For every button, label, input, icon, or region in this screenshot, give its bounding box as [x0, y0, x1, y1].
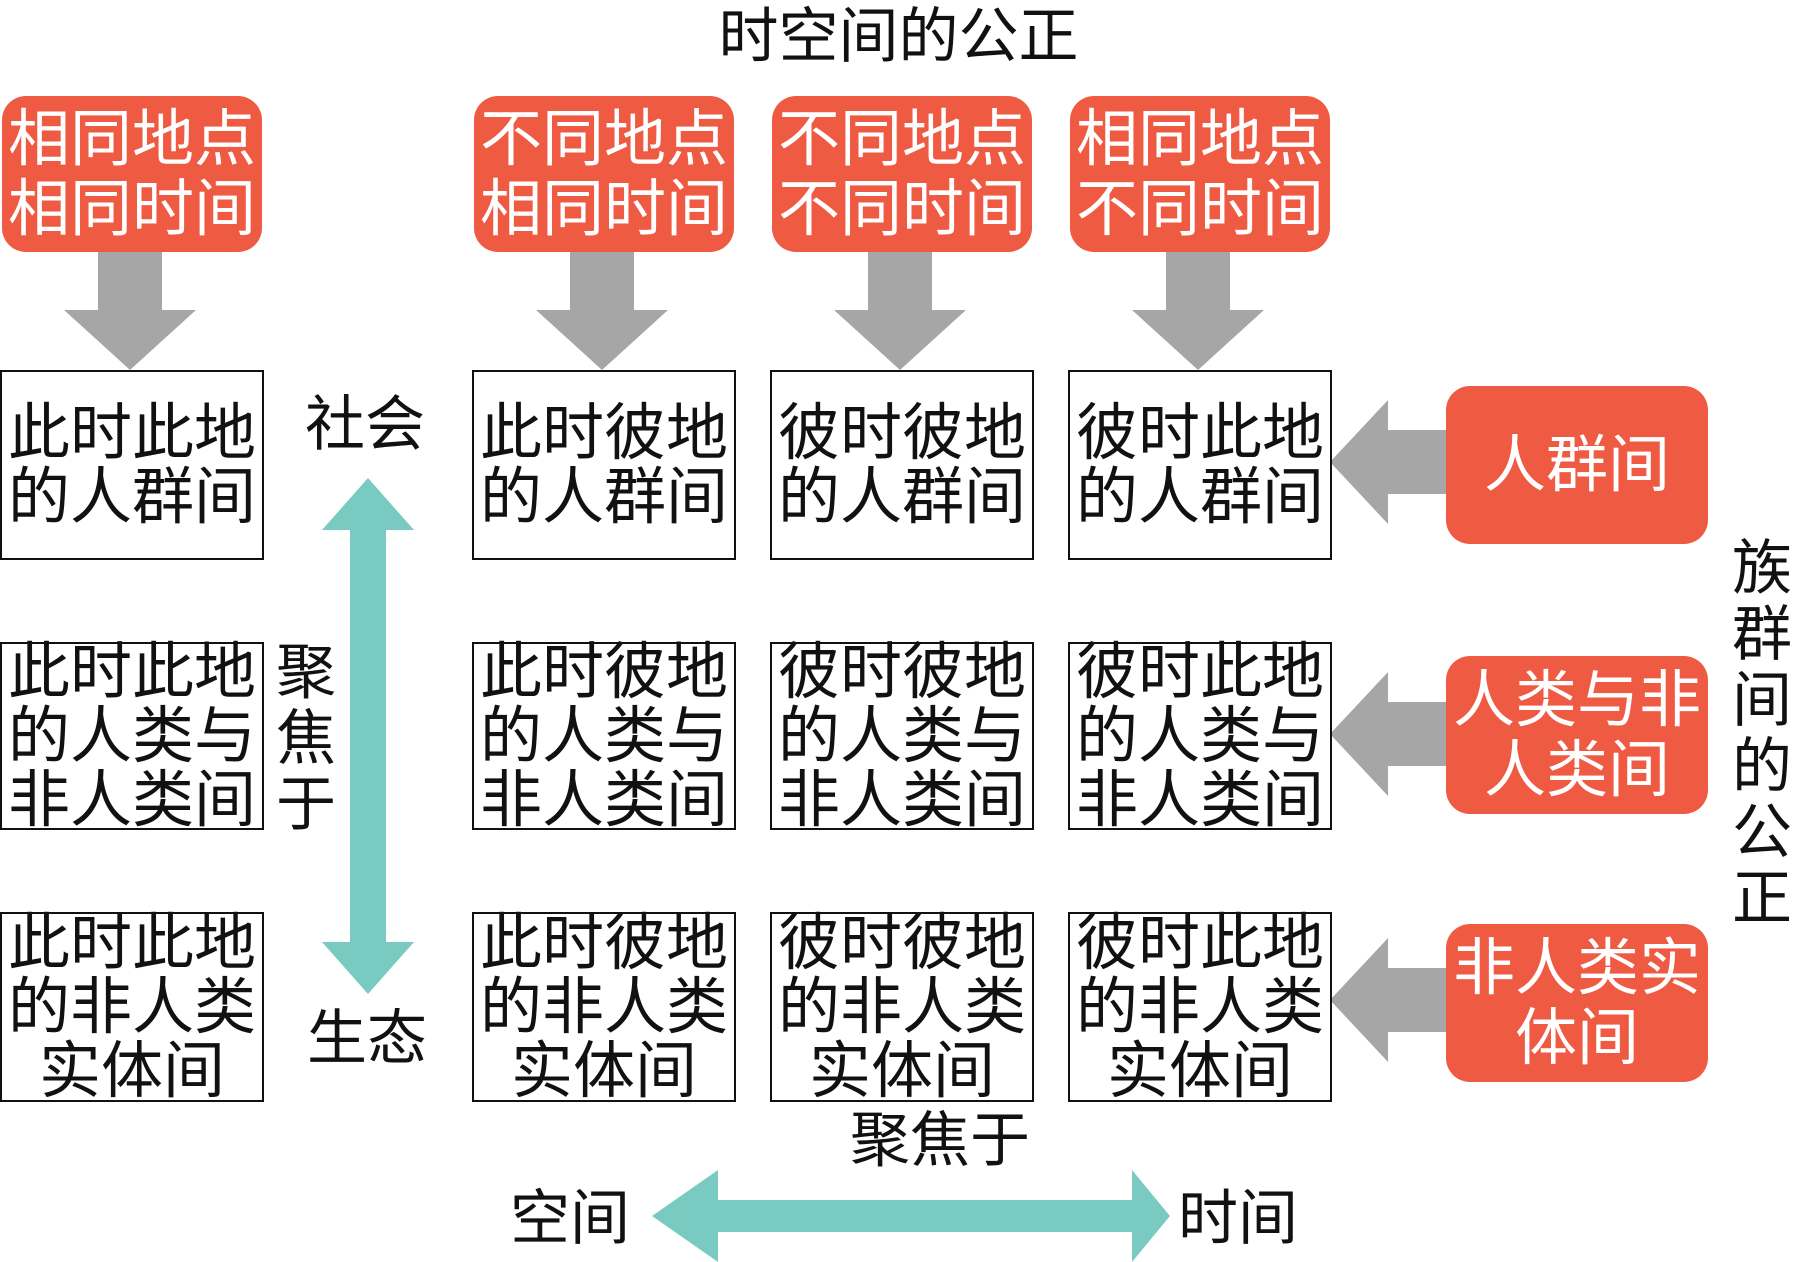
tag-diff-place-diff-time: 不同地点 不同时间: [772, 96, 1032, 252]
diagram-title: 时空间的公正: [718, 2, 1079, 72]
cell-r1-c4: 彼时此地 的人群间: [1068, 370, 1332, 560]
tag-nonhuman-entities: 非人类实 体间: [1446, 924, 1708, 1082]
tag-human-nonhuman: 人类与非 人类间: [1446, 656, 1708, 814]
cell-r2-c3: 彼时彼地 的人类与 非人类间: [770, 640, 1034, 832]
cell-r2-c1: 此时此地 的人类与 非人类间: [0, 640, 264, 832]
axis-label-society: 社会: [305, 390, 425, 460]
left-arrow-row1: [1330, 400, 1448, 524]
cell-r3-c3: 彼时彼地 的非人类 实体间: [770, 911, 1034, 1103]
tag-between-people: 人群间: [1446, 386, 1708, 544]
tag-diff-place-same-time: 不同地点 相同时间: [474, 96, 734, 252]
tag-same-place-same-time: 相同地点 相同时间: [2, 96, 262, 252]
side-label-group-justice: 族 群 间 的 公 正: [1732, 534, 1792, 934]
down-arrow-col3: [834, 252, 966, 370]
axis-label-ecology: 生态: [307, 1004, 427, 1074]
left-arrow-row3: [1330, 938, 1448, 1062]
vertical-double-arrow: [322, 478, 414, 994]
cell-r2-c4: 彼时此地 的人类与 非人类间: [1068, 640, 1332, 832]
left-arrow-row2: [1330, 672, 1448, 796]
cell-r3-c4: 彼时此地 的非人类 实体间: [1068, 911, 1332, 1103]
axis-label-space: 空间: [510, 1184, 630, 1254]
cell-r3-c2: 此时彼地 的非人类 实体间: [472, 911, 736, 1103]
cell-r1-c3: 彼时彼地 的人群间: [770, 370, 1034, 560]
cell-r3-c1: 此时此地 的非人类 实体间: [0, 911, 264, 1103]
cell-r1-c2: 此时彼地 的人群间: [472, 370, 736, 560]
axis-label-horizontal-focus: 聚焦于: [850, 1106, 1030, 1176]
horizontal-double-arrow: [652, 1170, 1170, 1262]
down-arrow-col1: [64, 252, 196, 370]
down-arrow-col4: [1132, 252, 1264, 370]
tag-same-place-diff-time: 相同地点 不同时间: [1070, 96, 1330, 252]
cell-r2-c2: 此时彼地 的人类与 非人类间: [472, 640, 736, 832]
down-arrow-col2: [536, 252, 668, 370]
cell-r1-c1: 此时此地 的人群间: [0, 370, 264, 560]
axis-label-vertical-focus: 聚 焦 于: [276, 638, 336, 840]
axis-label-time: 时间: [1178, 1184, 1298, 1254]
